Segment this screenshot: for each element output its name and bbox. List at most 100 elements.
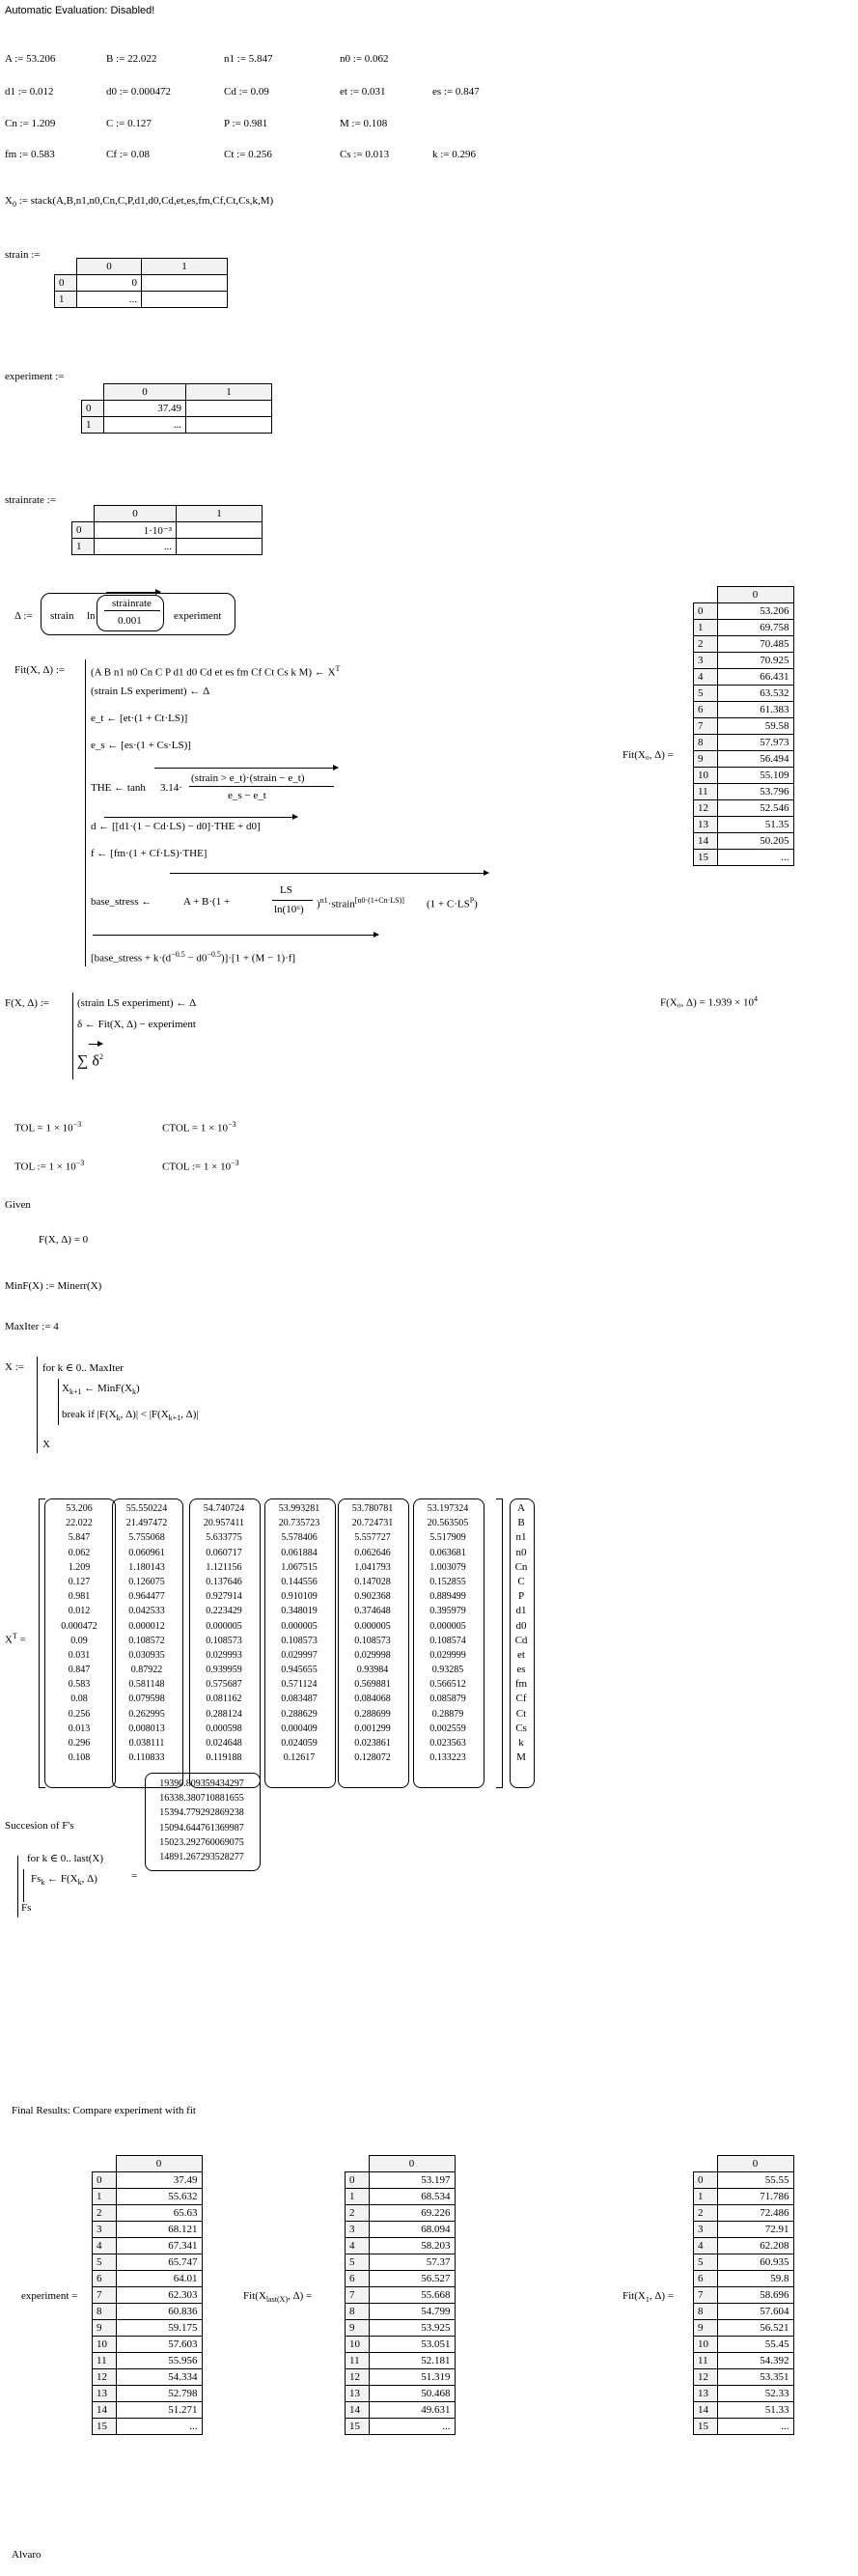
fitx0-label: Fit(X₀, Δ) = (623, 749, 674, 761)
author-signature: Alvaro (12, 2549, 42, 2561)
row-value: 68.094 (368, 2221, 456, 2238)
row-index: 1 (92, 2188, 117, 2205)
param-C[interactable]: C := 0.127 (106, 118, 152, 129)
matrix-cell: 0.569881 (354, 1679, 391, 1691)
parameter-name: d1 (515, 1605, 527, 1617)
row-value: 60.935 (716, 2254, 794, 2271)
row-index: 11 (693, 2352, 718, 2369)
row-value: 69.226 (368, 2204, 456, 2222)
matrix-cell: 0.571124 (281, 1679, 318, 1691)
param-fm[interactable]: fm := 0.583 (5, 149, 55, 160)
matrix-cell: 0.945655 (281, 1665, 318, 1676)
tol-assign[interactable]: TOL := 1 × 10−3 (14, 1159, 85, 1173)
row-value: 54.392 (716, 2352, 794, 2369)
constraint-expression[interactable]: F(X, Δ) = 0 (39, 1234, 89, 1246)
matrix-cell: 0.024059 (281, 1738, 318, 1749)
fit1-label: Fit(X1, Δ) = (623, 2290, 675, 2305)
row-value: 55.55 (716, 2171, 794, 2189)
matrix-cell: 0.062646 (354, 1547, 391, 1558)
row-index: 0 (693, 602, 718, 620)
param-es[interactable]: es := 0.847 (432, 86, 480, 98)
row-index: 3 (693, 2221, 718, 2238)
row-value: ... (115, 2418, 203, 2435)
matrix-cell: 1.041793 (354, 1561, 391, 1573)
row-value: 53.051 (368, 2336, 456, 2353)
matrix-cell: 20.563505 (427, 1518, 469, 1529)
param-d1[interactable]: d1 := 0.012 (5, 86, 54, 98)
param-Cd[interactable]: Cd := 0.09 (224, 86, 269, 98)
param-P[interactable]: P := 0.981 (224, 118, 268, 129)
parameter-name: M (516, 1751, 526, 1764)
param-Cf[interactable]: Cf := 0.08 (106, 149, 151, 160)
param-M[interactable]: M := 0.108 (340, 118, 388, 129)
parameter-name: k (518, 1737, 524, 1749)
fitlast-label: Fit(Xlast(X), Δ) = (243, 2290, 313, 2305)
row-value: 57.603 (115, 2336, 203, 2353)
parameter-name: et (517, 1648, 525, 1661)
param-A[interactable]: A := 53.206 (5, 53, 56, 65)
row-index: 0 (345, 2171, 370, 2189)
row-value: 50.468 (368, 2385, 456, 2402)
matrix-cell: 0.108573 (354, 1635, 391, 1646)
row-value: 56.527 (368, 2270, 456, 2287)
row-value: 52.181 (368, 2352, 456, 2369)
row-index: 1 (345, 2188, 370, 2205)
maxiter-definition[interactable]: MaxIter := 4 (5, 1321, 59, 1332)
row-value: 71.786 (716, 2188, 794, 2205)
param-n1[interactable]: n1 := 5.847 (224, 53, 273, 65)
matrix-cell: 0.085879 (429, 1694, 466, 1705)
parameter-name: A (517, 1502, 525, 1514)
minf-definition[interactable]: MinF(X) := Minerr(X) (5, 1280, 102, 1292)
param-n0[interactable]: n0 := 0.062 (340, 53, 389, 65)
param-et[interactable]: et := 0.031 (340, 86, 386, 98)
param-Ct[interactable]: Ct := 0.256 (224, 149, 272, 160)
param-Cn[interactable]: Cn := 1.209 (5, 118, 56, 129)
evaluation-status: Automatic Evaluation: Disabled! (5, 5, 155, 16)
row-value: 53.197 (368, 2171, 456, 2189)
x0-definition[interactable]: X0 := stack(A,B,n1,n0,Cn,C,P,d1,d0,Cd,et… (5, 195, 274, 210)
matrix-cell: 0.108 (68, 1752, 91, 1764)
param-d0[interactable]: d0 := 0.000472 (106, 86, 172, 98)
matrix-cell: 5.755068 (128, 1532, 165, 1544)
row-value: 54.334 (115, 2368, 203, 2386)
param-k[interactable]: k := 0.296 (432, 149, 477, 160)
matrix-cell: 0.000598 (206, 1722, 242, 1734)
matrix-cell: 0.083487 (281, 1694, 318, 1705)
row-index: 2 (92, 2204, 117, 2222)
param-Cs[interactable]: Cs := 0.013 (340, 149, 390, 160)
row-index: 5 (693, 685, 718, 702)
row-index: 14 (345, 2401, 370, 2419)
row-index: 3 (345, 2221, 370, 2238)
matrix-cell: 0.583 (68, 1679, 91, 1691)
param-B[interactable]: B := 22.022 (106, 53, 157, 65)
row-index: 8 (92, 2303, 117, 2320)
row-index: 15 (92, 2418, 117, 2435)
row-value: 54.799 (368, 2303, 456, 2320)
matrix-cell: 1.180143 (128, 1561, 165, 1573)
parameter-name: Cf (515, 1693, 527, 1705)
ctol-assign[interactable]: CTOL := 1 × 10−3 (162, 1159, 239, 1173)
